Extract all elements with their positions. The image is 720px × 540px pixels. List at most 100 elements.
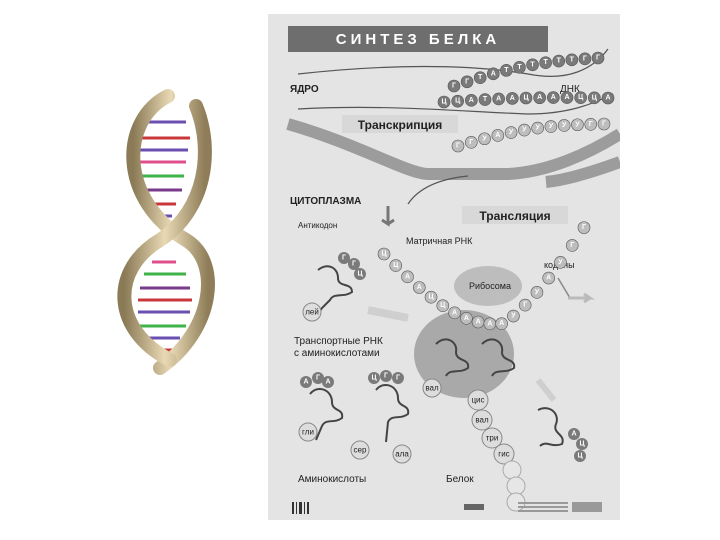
translation-label-box xyxy=(462,206,568,224)
svg-text:три: три xyxy=(486,434,499,443)
dna-top-bead xyxy=(473,71,487,84)
label-trna-1: Транспортные РНК xyxy=(294,336,383,347)
mrna-cyto-letter: Г xyxy=(570,242,574,249)
mrna-nuc-letter: У xyxy=(562,122,567,129)
mrna-cyto-letter: У xyxy=(535,289,540,296)
dna-top-letter: Г xyxy=(452,83,456,90)
protein-chain: цис вал три гис xyxy=(467,389,526,512)
svg-text:Г: Г xyxy=(384,373,388,380)
dna-bottom-bead xyxy=(451,94,464,108)
mrna-cyto-letter: Г xyxy=(582,224,586,231)
svg-text:Ц: Ц xyxy=(577,453,583,460)
dna-top-bead xyxy=(539,56,552,70)
mrna-cyto-bead xyxy=(577,221,591,234)
mrna-nuc-letter: Г xyxy=(469,139,473,146)
mrna-cyto-bead xyxy=(554,256,567,269)
label-protein: Белок xyxy=(446,474,474,485)
mrna-cyto-bead xyxy=(530,286,544,299)
arrow-down-icon xyxy=(381,206,395,227)
mrna-nuc-letter: У xyxy=(509,129,514,136)
ribosome-small-subunit xyxy=(454,266,522,306)
arrow-exit-icon xyxy=(535,378,557,402)
label-transcription: Транскрипция xyxy=(358,118,443,132)
mrna-cyto-bead xyxy=(401,270,414,284)
dna-top-bead xyxy=(565,53,579,67)
svg-text:Ц: Ц xyxy=(371,375,377,382)
svg-text:Ц: Ц xyxy=(357,271,363,278)
dna-top-bead xyxy=(552,54,566,68)
dna-bottom-bead xyxy=(547,91,560,104)
amino-gli: гли xyxy=(302,428,314,437)
dna-top-bead xyxy=(500,64,513,77)
dna-bottom-letter: А xyxy=(469,97,474,104)
dna-top-bead xyxy=(460,75,474,89)
dna-bottom-letter: А xyxy=(496,95,501,102)
mrna-cyto-letter: А xyxy=(464,315,469,322)
dna-bottom-bead xyxy=(465,94,478,107)
svg-text:Г: Г xyxy=(316,375,320,382)
dna-top-letter: Г xyxy=(465,78,469,85)
svg-text:Ц: Ц xyxy=(579,441,585,448)
mrna-cyto-bead xyxy=(424,290,438,304)
dna-top-bead xyxy=(447,79,461,93)
title-banner xyxy=(288,26,548,52)
arrow-right-icon xyxy=(568,292,595,304)
dna-bottom-letter: Т xyxy=(483,96,488,103)
mrna-nuc-bead xyxy=(491,129,505,142)
dna-top-bead xyxy=(591,51,605,65)
amino-val: вал xyxy=(425,384,439,393)
dna-bottom-bead xyxy=(519,91,533,105)
dna-top-letter: Т xyxy=(517,64,522,71)
label-dna: ДНК xyxy=(560,84,580,95)
dna-bottom-letter: Ц xyxy=(455,98,461,105)
trna-free-1: А Г А гли xyxy=(298,372,344,442)
dna-bottom-bead xyxy=(533,91,546,105)
trna-in-ribosome-2 xyxy=(481,338,516,377)
dna-bottom-bead xyxy=(437,95,451,109)
dna-backbone-1 xyxy=(126,89,215,375)
nuclear-membrane-outer xyxy=(286,118,620,180)
trna-in-ribosome-1 xyxy=(435,338,470,377)
mrna-cyto-letter: Ц xyxy=(428,294,434,301)
label-trna-2: с аминокислотами xyxy=(294,348,380,359)
mrna-cyto-bead xyxy=(507,309,520,323)
mrna-cyto-bead xyxy=(377,247,391,261)
trna-with-anticodon: Г Г Ц лей xyxy=(302,252,366,322)
mrna-cyto-letter: Ц xyxy=(393,262,399,269)
dna-bottom-letter: Ц xyxy=(523,95,529,102)
dna-top-bead xyxy=(526,58,539,72)
dna-bottom-bead xyxy=(478,93,492,106)
dna-top-letter: Т xyxy=(570,56,575,63)
dna-top-bead xyxy=(513,61,526,74)
dna-bottom-bead xyxy=(506,92,519,105)
mrna-cyto-letter: У xyxy=(558,259,563,266)
mrna-cyto-letter: А xyxy=(417,284,422,291)
svg-text:А: А xyxy=(571,431,576,438)
dna-bottom-bead xyxy=(601,91,615,105)
transcription-label-box xyxy=(342,115,458,133)
mrna-nuc-bead xyxy=(597,117,611,131)
mrna-nuc-bead xyxy=(544,120,558,133)
mrna-nuc-letter: У xyxy=(549,123,554,130)
svg-text:Г: Г xyxy=(342,255,346,262)
label-nucleus: ЯДРО xyxy=(290,84,319,95)
dna-top-letter: Т xyxy=(557,58,562,65)
svg-text:гис: гис xyxy=(498,450,509,459)
dna-top-letter: Т xyxy=(530,61,535,68)
svg-text:цис: цис xyxy=(471,396,484,405)
amino-ala: ала xyxy=(395,450,409,459)
svg-text:Г: Г xyxy=(396,375,400,382)
mrna-nuc-bead xyxy=(451,139,465,153)
dna-bottom-letter: Ц xyxy=(441,99,447,106)
dna-bottom-bead xyxy=(560,91,574,104)
mrna-nuc-letter: У xyxy=(575,121,580,128)
mrna-cyto-letter: А xyxy=(405,273,410,280)
mrna-nuc-bead xyxy=(464,136,478,149)
dna-bottom-letter: А xyxy=(537,94,542,101)
mrna-nuc-bead xyxy=(478,132,491,146)
mrna-cyto-letter: А xyxy=(546,275,551,282)
barcode xyxy=(292,502,309,514)
